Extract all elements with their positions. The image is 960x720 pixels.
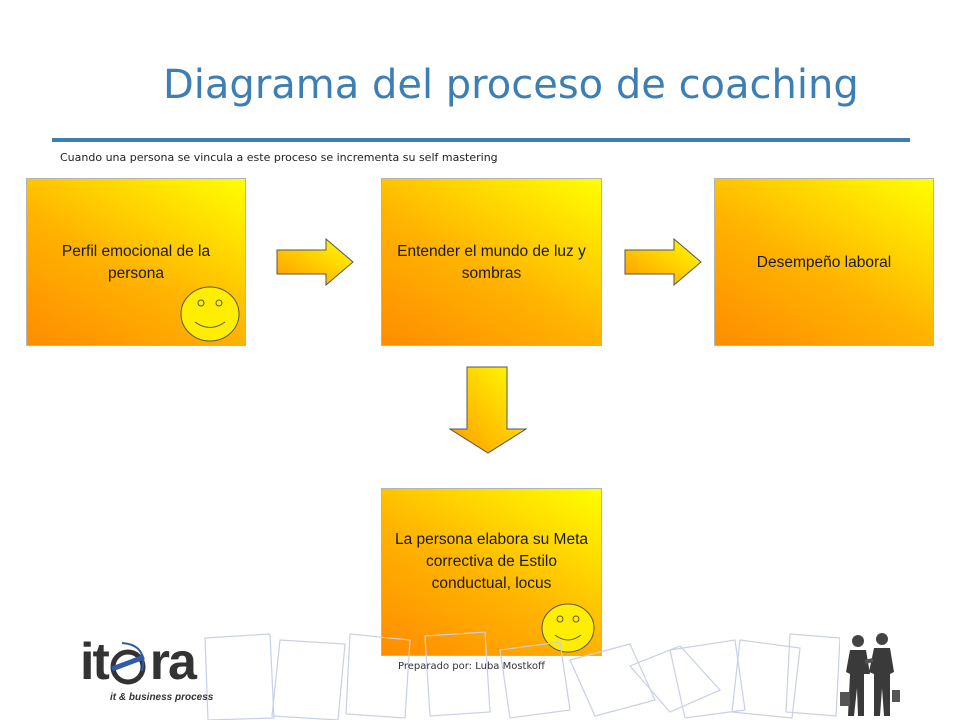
node-desempeno-laboral: Desempeño laboral <box>714 178 934 346</box>
logo-wordmark: it ra <box>80 633 197 691</box>
node-meta-correctiva: La persona elabora su Meta correctiva de… <box>381 488 602 656</box>
footer-credit: Preparado por: Luba Mostkoff <box>398 661 545 672</box>
logo-tagline: it & business process <box>110 692 214 703</box>
arrow-right-icon <box>276 238 354 286</box>
node-meta-label: La persona elabora su Meta correctiva de… <box>394 531 589 592</box>
handshake-figures-icon <box>840 633 900 716</box>
smiley-icon <box>541 603 595 653</box>
decorative-sheets <box>204 631 840 720</box>
node-perfil-emocional: Perfil emocional de la persona <box>26 178 246 346</box>
arrow-right-icon <box>624 238 702 286</box>
node-perfil-label: Perfil emocional de la persona <box>61 243 211 282</box>
smiley-icon <box>180 286 240 342</box>
node-entender-label: Entender el mundo de luz y sombras <box>397 243 586 282</box>
arrow-down-icon <box>449 366 527 454</box>
title-divider <box>52 138 910 142</box>
subtitle: Cuando una persona se vincula a este pro… <box>60 151 498 164</box>
page-title: Diagrama del proceso de coaching <box>163 62 859 108</box>
node-desempeno-label: Desempeño laboral <box>756 254 892 271</box>
itera-logo: it ra it & business process <box>80 633 230 705</box>
node-entender-mundo: Entender el mundo de luz y sombras <box>381 178 602 346</box>
